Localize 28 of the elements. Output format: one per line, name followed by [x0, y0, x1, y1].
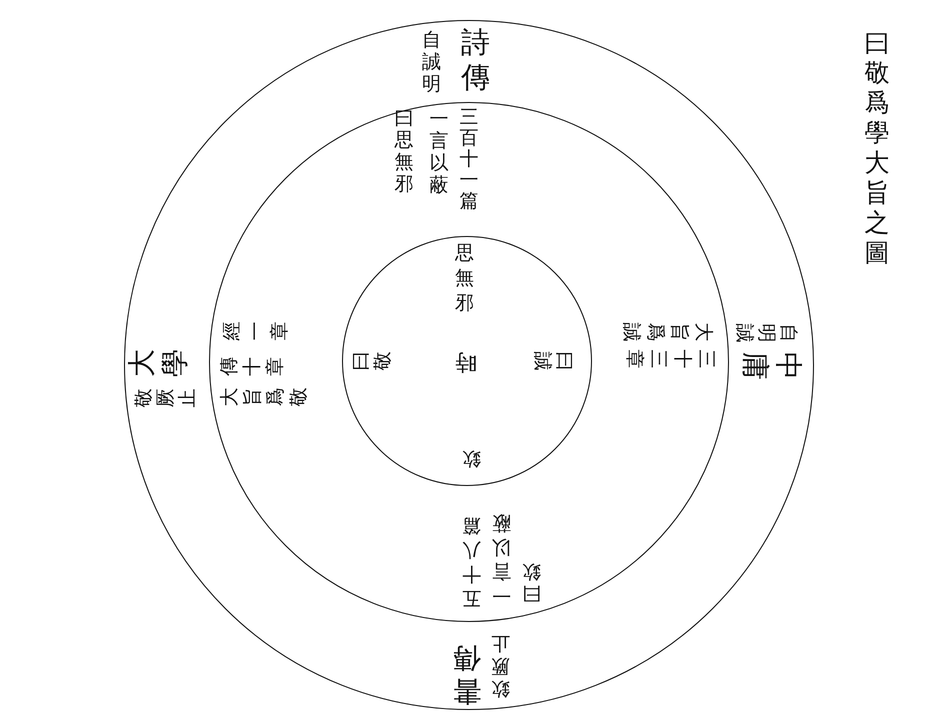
inner-phrase: 思無邪 [455, 241, 474, 316]
middle-circle [208, 102, 728, 622]
outer-circle [124, 20, 814, 710]
book-title: 書傳 [452, 642, 480, 708]
chapter-note: 曰思無邪 [394, 107, 414, 195]
book-title: 大學 [124, 348, 190, 376]
chapter-note: 一言以蔽 [492, 511, 510, 607]
chapter-note: 傳十章 [218, 356, 286, 376]
book-title: 中庸 [738, 352, 804, 380]
chapter-note: 大旨爲敬 [218, 388, 310, 406]
chapter-note: 三百十一篇 [460, 106, 478, 212]
book-title: 詩傳 [461, 24, 490, 94]
diagram-title: 曰敬爲學大旨之圖 [864, 28, 890, 268]
book-motto: 欽厥止 [491, 631, 510, 700]
book-motto: 敬厥止 [132, 388, 198, 407]
inner-phrase: 欽 [462, 448, 481, 470]
inner-phrase: 曰誠 [532, 351, 576, 370]
book-motto: 自誠明 [422, 28, 441, 94]
center-character: 時 [454, 348, 476, 372]
inner-phrase: 曰敬 [350, 351, 394, 370]
chapter-note: 大旨爲誠 [619, 322, 715, 342]
chapter-note: 三十三章 [622, 350, 718, 368]
chapter-note: 一言以蔽 [430, 108, 448, 196]
inner-circle [342, 236, 592, 486]
chapter-note: 經一章 [219, 322, 291, 340]
chapter-note: 曰欽 [522, 561, 540, 605]
book-motto: 自明誠 [734, 323, 800, 342]
chapter-note: 五十八篇 [462, 514, 480, 610]
